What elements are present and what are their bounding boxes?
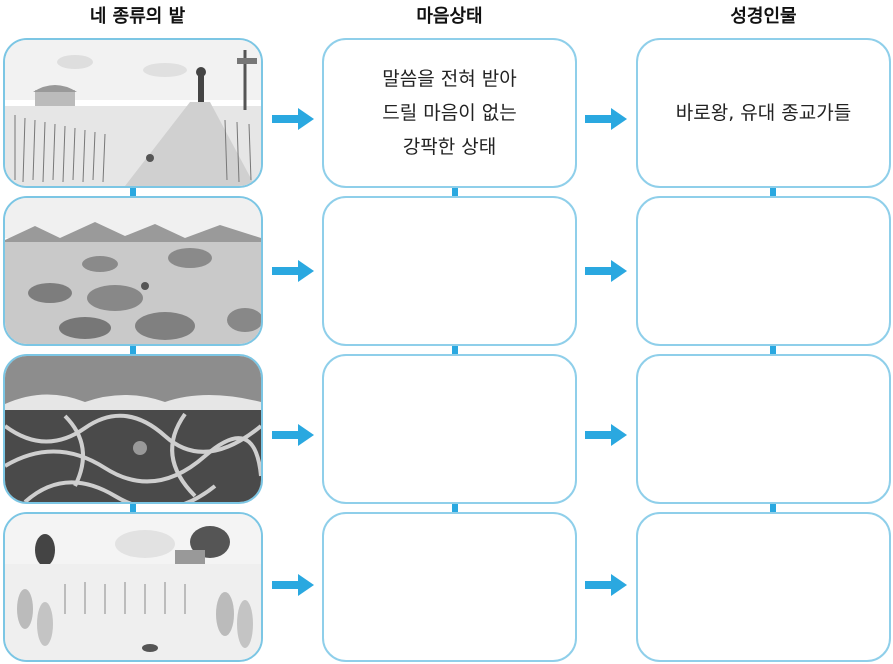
- arrow-right-icon: [585, 574, 627, 596]
- arrow-right-icon: [585, 424, 627, 446]
- connector: [452, 504, 458, 512]
- heart-state-box-good-soil: [322, 512, 577, 662]
- connector: [770, 504, 776, 512]
- connector: [770, 188, 776, 196]
- header-field-types: 네 종류의 밭: [89, 6, 186, 27]
- header-heart-state: 마음상태: [416, 6, 483, 27]
- connector: [770, 346, 776, 354]
- field-image-thorny: [3, 354, 263, 504]
- arrow-right-icon: [272, 260, 314, 282]
- connector: [452, 346, 458, 354]
- arrow-right-icon: [585, 260, 627, 282]
- arrow-right-icon: [272, 424, 314, 446]
- heart-state-box-path: 말씀을 전혀 받아 드릴 마음이 없는 강팍한 상태: [322, 38, 577, 188]
- arrow-right-icon: [272, 574, 314, 596]
- arrow-right-icon: [585, 108, 627, 130]
- bible-character-box-path: 바로왕, 유대 종교가들: [636, 38, 891, 188]
- connector: [452, 188, 458, 196]
- bible-character-box-good-soil: [636, 512, 891, 662]
- connector: [130, 504, 136, 512]
- connector: [130, 188, 136, 196]
- header-bible-characters: 성경인물: [730, 6, 797, 27]
- field-image-rocky: [3, 196, 263, 346]
- heart-state-box-rocky: [322, 196, 577, 346]
- heart-state-box-thorny: [322, 354, 577, 504]
- arrow-right-icon: [272, 108, 314, 130]
- bible-character-box-rocky: [636, 196, 891, 346]
- bible-character-box-thorny: [636, 354, 891, 504]
- field-image-good-soil: [3, 512, 263, 662]
- connector: [130, 346, 136, 354]
- field-image-path: [3, 38, 263, 188]
